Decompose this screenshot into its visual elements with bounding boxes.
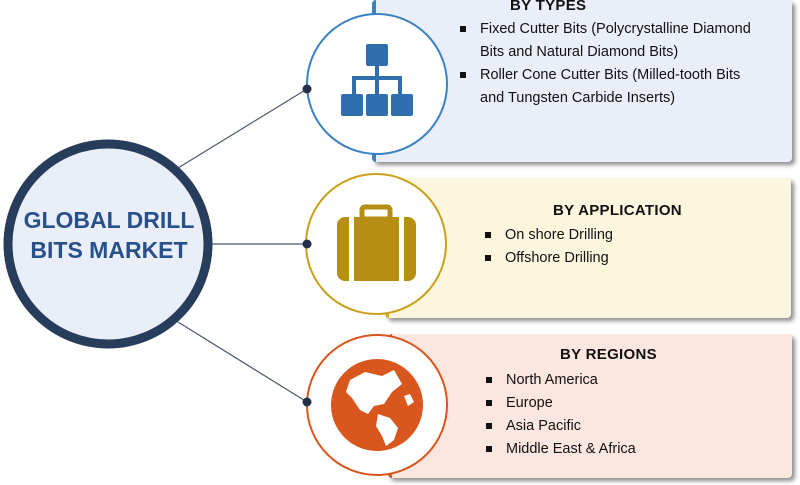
types-title: BY TYPES	[510, 0, 587, 14]
list-item: Middle East & Africa	[484, 438, 764, 461]
connector-line-regions	[177, 321, 308, 403]
types-panel: BY TYPES Fixed Cutter Bits (Polycrystall…	[372, 0, 792, 162]
list-item: On shore Drilling	[483, 224, 763, 247]
application-panel: BY APPLICATION On shore Drilling Offshor…	[385, 178, 791, 318]
application-title: BY APPLICATION	[553, 202, 682, 219]
regions-list: North America Europe Asia Pacific Middle…	[484, 369, 764, 461]
types-connector-dot	[302, 84, 312, 94]
list-item: Fixed Cutter Bits (Polycrystalline Diamo…	[458, 18, 768, 64]
regions-connector-dot	[302, 397, 312, 407]
globe-icon	[331, 359, 423, 451]
main-title-line1: GLOBAL DRILL	[23, 207, 195, 233]
application-list: On shore Drilling Offshore Drilling	[483, 224, 763, 270]
main-title-line2: BITS MARKET	[30, 237, 188, 263]
center-circle	[3, 139, 213, 349]
connector-line-types	[177, 88, 308, 169]
briefcase-icon	[337, 204, 416, 281]
list-item: North America	[484, 369, 764, 392]
types-list: Fixed Cutter Bits (Polycrystalline Diamo…	[458, 18, 768, 110]
list-item: Offshore Drilling	[483, 247, 763, 270]
application-connector-dot	[302, 239, 312, 249]
regions-panel: BY REGIONS North America Europe Asia Pac…	[388, 334, 792, 478]
list-item: Roller Cone Cutter Bits (Milled-tooth Bi…	[458, 64, 768, 110]
regions-title: BY REGIONS	[560, 346, 657, 363]
list-item: Asia Pacific	[484, 415, 764, 438]
hierarchy-icon	[341, 44, 413, 116]
main-title: GLOBAL DRILL BITS MARKET	[14, 205, 204, 265]
list-item: Europe	[484, 392, 764, 415]
